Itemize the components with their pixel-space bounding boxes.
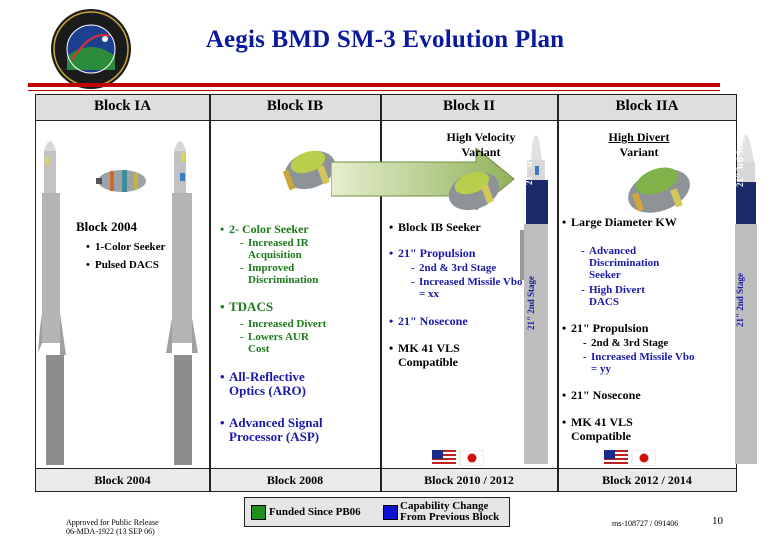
us-japan-flags-block-ii	[432, 450, 484, 466]
block-ib-seeker: 2- Color Seeker	[229, 222, 309, 236]
block-iia-kw-sub-1: Advanced Discrimination Seeker	[589, 245, 679, 281]
block-ib-optics-text: All-Reflective Optics (ARO)	[229, 369, 306, 398]
block-ib-seeker-sub-1-text: Increased IR Acquisition	[248, 237, 309, 261]
block-ia-item-2-text: Pulsed DACS	[95, 259, 159, 271]
block-ii-propulsion: 21" Propulsion	[398, 246, 475, 260]
block-ib-tdacs-sub-2: Lowers AUR Cost	[248, 331, 318, 355]
column-divider	[557, 95, 559, 491]
footer-block-ib: Block 2008	[266, 473, 324, 487]
column-divider	[380, 95, 382, 491]
block-ib-tdacs-sub-1-text: Increased Divert	[248, 318, 327, 330]
header-block-ii: Block II	[442, 98, 496, 114]
block-iia-prop-sub-1: 2nd & 3rd Stage	[591, 337, 668, 349]
block-ia-heading: Block 2004	[76, 219, 138, 234]
block-iia-vls: MK 41 VLS Compatible	[571, 415, 666, 443]
column-divider	[209, 95, 211, 491]
block-iia-kw-sub-2: High Divert DACS	[589, 284, 664, 308]
block-ii-variant-line2: Variant	[461, 145, 501, 159]
header-block-iia: Block IIA	[615, 98, 679, 114]
block-iia-nosecone-text: 21" Nosecone	[571, 388, 641, 402]
block-ii-seeker: Block IB Seeker	[398, 220, 481, 234]
block-iia-kw-sub-1-text: Advanced Discrimination Seeker	[589, 245, 660, 281]
legend-funded-swatch	[251, 505, 266, 520]
block-iia-missile	[735, 135, 757, 464]
block-ii-variant-line1: High Velocity	[446, 130, 516, 144]
block-ii-vls: MK 41 VLS Compatible	[398, 341, 493, 369]
block-ii-prop-sub-1-text: 2nd & 3rd Stage	[419, 262, 497, 274]
block-ib-asp: Advanced Signal Processor (ASP)	[229, 416, 349, 444]
block-ia-item-1: 1-Color Seeker	[95, 241, 165, 253]
block-ii-propulsion-text: 21" Propulsion	[398, 246, 476, 260]
block-iia-variant-line1: High Divert	[608, 130, 670, 144]
block-iia-prop-sub-2: Increased Missile Vbo = yy	[591, 351, 701, 375]
block-iia-propulsion: 21" Propulsion	[571, 321, 648, 335]
block-iia-prop-sub-2-text: Increased Missile Vbo = yy	[591, 351, 695, 375]
block-ii-nosecone: 21" Nosecone	[398, 314, 468, 328]
block-ib-optics: All-Reflective Optics (ARO)	[229, 370, 344, 398]
header-block-ia: Block IA	[93, 98, 152, 114]
table-footer-row: Block 2004 Block 2008 Block 2010 / 2012 …	[36, 468, 736, 491]
block-iia-kill-vehicle	[628, 167, 690, 213]
block-ia-item-1-text: 1-Color Seeker	[95, 241, 166, 253]
block-iia-nosecone: 21" Nosecone	[571, 388, 641, 402]
footer-block-ii: Block 2010 / 2012	[424, 473, 514, 487]
block-ii-stage-upper: 21" 3rd Stage	[524, 132, 534, 185]
block-iia-stage-lower: 21" 2nd Stage	[735, 272, 745, 327]
mda-logo	[50, 8, 132, 90]
block-ib-kill-vehicle	[282, 150, 336, 191]
reference-number: ms-108727 / 091406	[612, 519, 679, 528]
block-iia-variant-line2: Variant	[619, 145, 659, 159]
block-iia-propulsion-text: 21" Propulsion	[571, 321, 649, 335]
block-ia-missiles	[38, 141, 198, 465]
legend: Funded Since PB06 Capability Change From…	[244, 497, 510, 527]
block-ii-kill-vehicle	[448, 171, 500, 211]
block-ib-tdacs-text: TDACS	[229, 299, 274, 314]
block-ib-seeker-sub-1: Increased IR Acquisition	[248, 237, 353, 261]
legend-funded-label: Funded Since PB06	[269, 506, 361, 518]
block-ib-tdacs-sub-2-text: Lowers AUR Cost	[248, 331, 309, 355]
release-line-1: Approved for Public Release	[66, 518, 159, 527]
page-title: Aegis BMD SM-3 Evolution Plan	[205, 26, 565, 53]
evolution-table: Block IA Block IB Block II Block IIA Blo…	[35, 94, 757, 492]
block-iia-kw-sub-2-text: High Divert DACS	[589, 284, 645, 308]
legend-change-swatch	[383, 505, 398, 520]
block-iia-kw-text: Large Diameter KW	[571, 215, 677, 229]
block-ia-item-2: Pulsed DACS	[95, 259, 159, 271]
block-ib-tdacs-sub-1: Increased Divert	[248, 318, 353, 330]
block-iia-stage-upper: 21" 3rd Stage	[735, 134, 745, 187]
block-iia-vls-text: MK 41 VLS Compatible	[571, 415, 633, 443]
block-ii-prop-sub-2: Increased Missile Vbo = xx	[419, 276, 529, 300]
block-ii-missile	[520, 135, 548, 464]
release-line-2: 06-MDA-1922 (13 SEP 06)	[66, 527, 155, 536]
block-ii-prop-sub-2-text: Increased Missile Vbo = xx	[419, 276, 523, 300]
block-ib-seeker-sub-2-text: Improved Discrimination	[248, 262, 319, 286]
block-ii-prop-sub-1: 2nd & 3rd Stage	[419, 262, 496, 274]
header-block-ib: Block IB	[266, 98, 324, 114]
block-ii-vls-text: MK 41 VLS Compatible	[398, 341, 460, 369]
block-ib-seeker-text: 2- Color Seeker	[229, 222, 309, 236]
title-divider	[28, 83, 720, 87]
block-ib-asp-text: Advanced Signal Processor (ASP)	[229, 415, 323, 444]
block-ib-tdacs: TDACS	[229, 300, 273, 314]
block-iia-kw: Large Diameter KW	[571, 215, 686, 229]
title-divider-thin	[28, 90, 720, 91]
legend-change-label: Capability Change From Previous Block	[400, 500, 500, 523]
footer-block-iia: Block 2012 / 2014	[602, 473, 692, 487]
block-ii-seeker-text: Block IB Seeker	[398, 220, 481, 234]
block-ii-nosecone-text: 21" Nosecone	[398, 314, 468, 328]
page-number: 10	[712, 515, 723, 527]
footer-block-ia: Block 2004	[94, 473, 151, 487]
us-japan-flags-block-iia	[604, 450, 656, 466]
table-header-row: Block IA Block IB Block II Block IIA	[36, 95, 736, 121]
block-ib-seeker-sub-2: Improved Discrimination	[248, 262, 353, 286]
block-iia-prop-sub-1-text: 2nd & 3rd Stage	[591, 337, 669, 349]
